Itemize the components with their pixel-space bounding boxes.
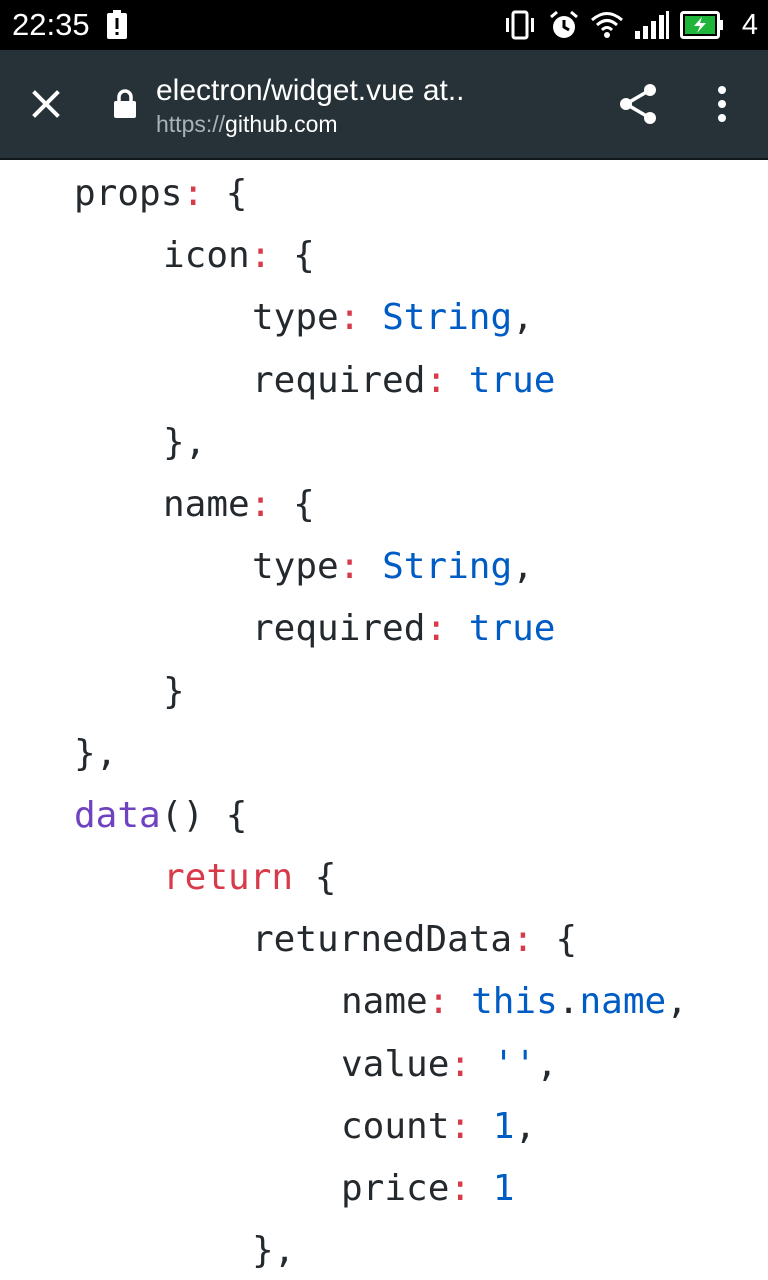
code-line: name: { [163, 483, 315, 525]
lock-icon [114, 89, 136, 118]
code-line: price: 1 [341, 1168, 515, 1209]
code-line: data() { [74, 794, 248, 836]
signal-icon [635, 11, 669, 39]
vibrate-icon [506, 10, 534, 40]
code-line: }, [252, 1230, 296, 1272]
wifi-icon [591, 12, 623, 38]
battery-charging-icon [680, 11, 723, 39]
code-line: name: this.name, [341, 981, 688, 1023]
battery-level: 4 [741, 9, 758, 41]
code-key: value [341, 1043, 450, 1085]
code-line: required: true [252, 608, 556, 650]
url-host: github.com [225, 111, 338, 137]
code-line: count: 1, [341, 1105, 537, 1147]
status-icons: 4 [498, 0, 768, 50]
code-function: data [74, 794, 161, 836]
url-bar[interactable]: electron/widget.vue at.. https://github.… [156, 72, 586, 138]
code-value: true [468, 608, 556, 650]
code-value: String [382, 297, 513, 339]
code-line: type: String, [252, 546, 534, 588]
code-value: this [471, 981, 558, 1023]
code-line: required: true [252, 359, 556, 401]
status-bar: 22:35 [0, 0, 768, 50]
code-line: }, [74, 732, 118, 774]
code-key: returnedData [252, 919, 513, 961]
code-value: '' [492, 1043, 537, 1085]
code-keyword: return [163, 857, 294, 899]
browser-toolbar: electron/widget.vue at.. https://github.… [0, 50, 768, 160]
code-value: 1 [492, 1105, 515, 1147]
battery-alert-icon [107, 10, 127, 39]
code-key: name [341, 981, 428, 1023]
more-vert-icon [718, 86, 726, 122]
page-title: electron/widget.vue at.. [156, 74, 465, 107]
code-line: returnedData: { [252, 919, 578, 961]
share-button[interactable] [616, 80, 662, 128]
code-line: value: '', [341, 1043, 558, 1085]
code-key: price [341, 1168, 450, 1209]
status-time: 22:35 [12, 7, 90, 42]
code-key: icon [163, 235, 250, 277]
code-value: true [468, 359, 556, 401]
code-key: required [252, 359, 426, 401]
code-value: String [382, 546, 513, 588]
page-url: https://github.com [156, 110, 586, 138]
code-line: type: String, [252, 297, 534, 339]
code-value: name [579, 981, 667, 1023]
code-key: name [163, 483, 250, 525]
code-view: props: { icon: { type: String, required:… [74, 163, 768, 1280]
code-key: count [341, 1105, 450, 1147]
code-line: return { [163, 857, 337, 899]
code-key: props [74, 173, 183, 214]
share-icon [620, 84, 656, 124]
code-key: required [252, 608, 426, 650]
code-line: }, [163, 421, 207, 463]
close-icon [32, 90, 60, 118]
code-key: type [252, 546, 339, 588]
overflow-menu-button[interactable] [704, 80, 740, 128]
code-value: 1 [492, 1168, 515, 1209]
url-scheme: https:// [156, 111, 226, 137]
code-line: } [163, 670, 185, 712]
close-button[interactable] [18, 79, 74, 131]
code-line: props: { [74, 173, 248, 214]
alarm-icon [550, 10, 578, 38]
code-line: icon: { [163, 235, 315, 277]
code-key: type [252, 297, 339, 339]
